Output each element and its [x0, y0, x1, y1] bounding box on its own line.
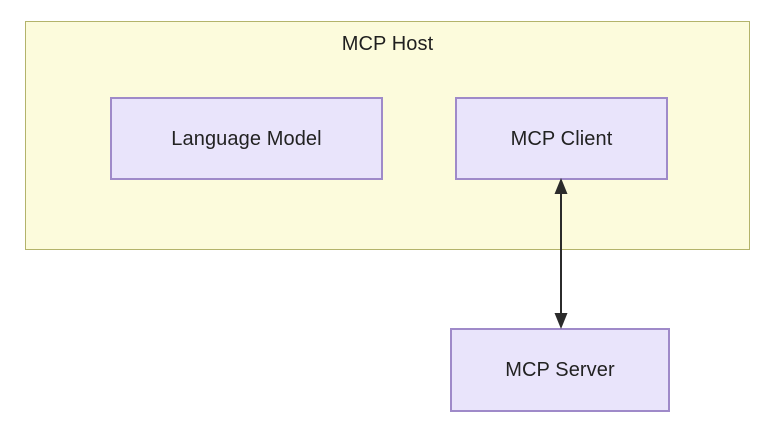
node-language-model-label: Language Model [171, 127, 322, 150]
node-mcp-server-label: MCP Server [505, 359, 615, 381]
node-mcp-server[interactable]: MCP Server [450, 328, 670, 412]
node-mcp-client[interactable]: MCP Client [455, 97, 668, 180]
arrowhead-down-icon [554, 313, 568, 329]
mcp-host-title: MCP Host [341, 33, 434, 55]
node-language-model[interactable]: Language Model [110, 97, 383, 180]
node-mcp-client-label: MCP Client [510, 127, 613, 150]
